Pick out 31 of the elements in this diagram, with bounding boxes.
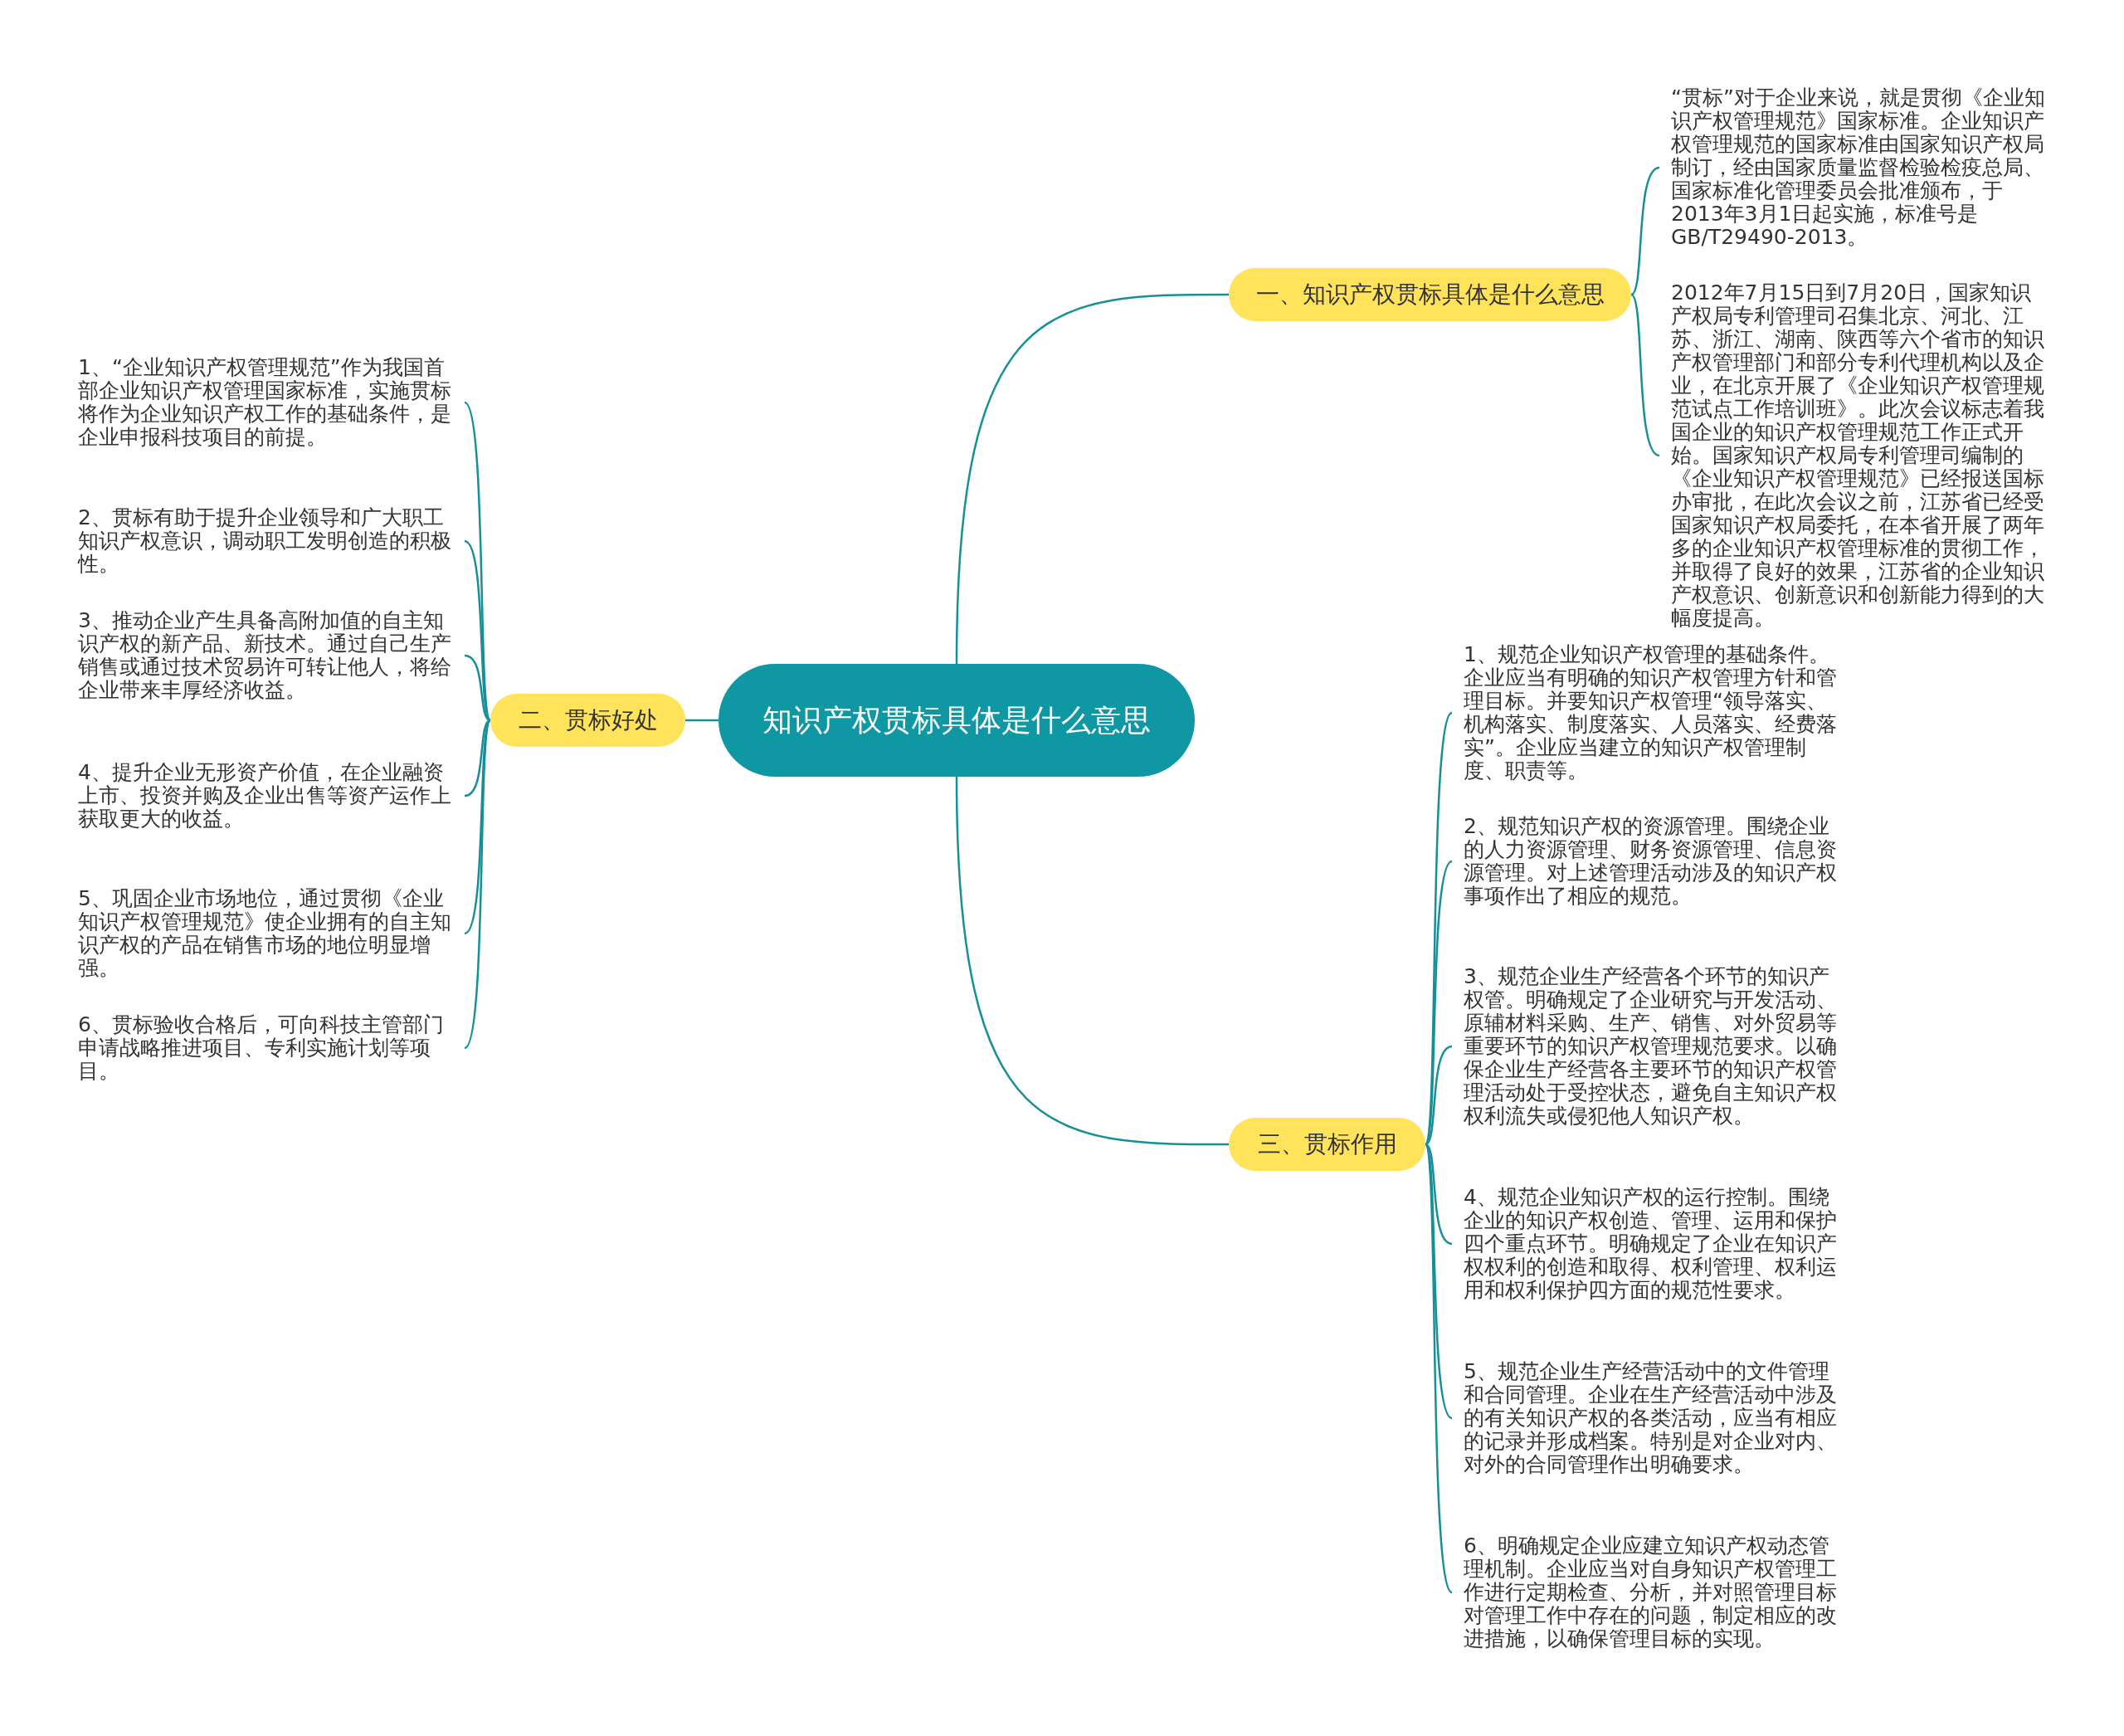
note-text: 5、规范企业生产经营活动中的文件管理和合同管理。企业在生产经营活动中涉及的有关知识产权的各类活动，应当有相应的记录并形成档案。特别是对企业对内、对外的合同管理作出明确要求。 <box>1452 1357 1842 1480</box>
note-text: 1、规范企业知识产权管理的基础条件。企业应当有明确的知识产权管理方针和管理目标。并要知识产权管理“领导落实、机构落实、制度落实、人员落实、经费落实”。企业应当建立的知识产权管理制度、职责等。 <box>1452 640 1842 786</box>
connector-line <box>685 719 719 722</box>
branch-topic: 二、贯标好处 <box>490 694 685 747</box>
connector-line <box>1630 166 1660 295</box>
note-text: 4、规范企业知识产权的运行控制。围绕企业的知识产权创造、管理、运用和保护四个重点环节。明确规定了企业在知识产权权利的创造和取得、权利管理、权利运用和权利保护四方面的规范性要求。 <box>1452 1183 1842 1305</box>
note-text: 1、“企业知识产权管理规范”作为我国首部企业知识产权管理国家标准，实施贯标将作为企业知识产权工作的基础条件，是企业申报科技项目的前提。 <box>75 353 465 452</box>
note-text: 3、推动企业产生具备高附加值的自主知识产权的新产品、新技术。通过自己生产销售或通过技术贸易许可转让他人，将给企业带来丰厚经济收益。 <box>75 606 465 705</box>
connector-line <box>955 293 1229 665</box>
connector-line <box>464 719 492 1049</box>
connector-line <box>464 402 492 721</box>
connector-line <box>464 719 492 934</box>
note-text: 6、贯标验收合格后，可向科技主管部门申请战略推进项目、专利实施计划等项目。 <box>75 1010 465 1086</box>
branch-topic: 三、贯标作用 <box>1229 1118 1425 1171</box>
note-text: 5、巩固企业市场地位，通过贯彻《企业知识产权管理规范》使企业拥有的自主知识产权的产品在销售市场的地位明显增强。 <box>75 884 465 983</box>
note-text: 2012年7月15日到7月20日，国家知识产权局专利管理司召集北京、河北、江苏、浙江、湖南、陕西等六个省市的知识产权管理部门和部分专利代理机构以及企业，在北京开展了《企业知识产权管理规范试点工作培训班》。此次会议标志着我国企业的知识产权管理规范工作正式开始。国家知识产权局专利管理司编制的《企业知识产权管理规范》已经报送国标办审批，在此次会议之前，江苏省已经受国家知识产权局委托，在本省开展了两年多的企业知识产权管理标准的贯彻工作，并取得了良好的效果，江苏省的企业知识产权意识、创新意识和创新能力得到的大幅度提高。 <box>1659 278 2049 633</box>
note-text: 2、规范知识产权的资源管理。围绕企业的人力资源管理、财务资源管理、信息资源管理。对上述管理活动涉及的知识产权事项作出了相应的规范。 <box>1452 812 1842 911</box>
connector-line <box>1425 1045 1453 1146</box>
connector-line <box>464 539 491 721</box>
connector-line <box>1425 1143 1453 1246</box>
note-text: 4、提升企业无形资产价值，在企业融资上市、投资并购及企业出售等资产运作上获取更大的收益。 <box>75 758 465 834</box>
note-text: 3、规范企业生产经营各个环节的知识产权管。明确规定了企业研究与开发活动、原辅材料采购、生产、销售、对外贸易等重要环节的知识产权管理规范要求。以确保企业生产经营各主要环节的知识产权管理活动处于受控状态，避免自主知识产权权利流失或侵犯他人知识产权。 <box>1452 962 1842 1131</box>
note-text: 2、贯标有助于提升企业领导和广大职工知识产权意识，调动职工发明创造的积极性。 <box>75 503 465 579</box>
connector-line <box>464 654 491 722</box>
note-text: 6、明确规定企业应建立知识产权动态管理机制。企业应当对自身知识产权管理工作进行定期检查、分析，并对照管理目标对管理工作中存在的问题，制定相应的改进措施，以确保管理目标的实现。 <box>1452 1531 1842 1654</box>
connector-line <box>1630 294 1660 457</box>
central-topic: 知识产权贯标具体是什么意思 <box>719 664 1195 777</box>
note-text: “贯标”对于企业来说，就是贯彻《企业知识产权管理规范》国家标准。企业知识产权管理规范的国家标准由国家知识产权局制订，经由国家质量监督检验检疫总局、国家标准化管理委员会批准颁布，于2013年3月1日起实施，标准号是GB/T29490-2013。 <box>1659 83 2049 252</box>
connector-line <box>955 776 1229 1146</box>
connector-line <box>464 719 491 797</box>
branch-topic: 一、知识产权贯标具体是什么意思 <box>1229 268 1631 321</box>
